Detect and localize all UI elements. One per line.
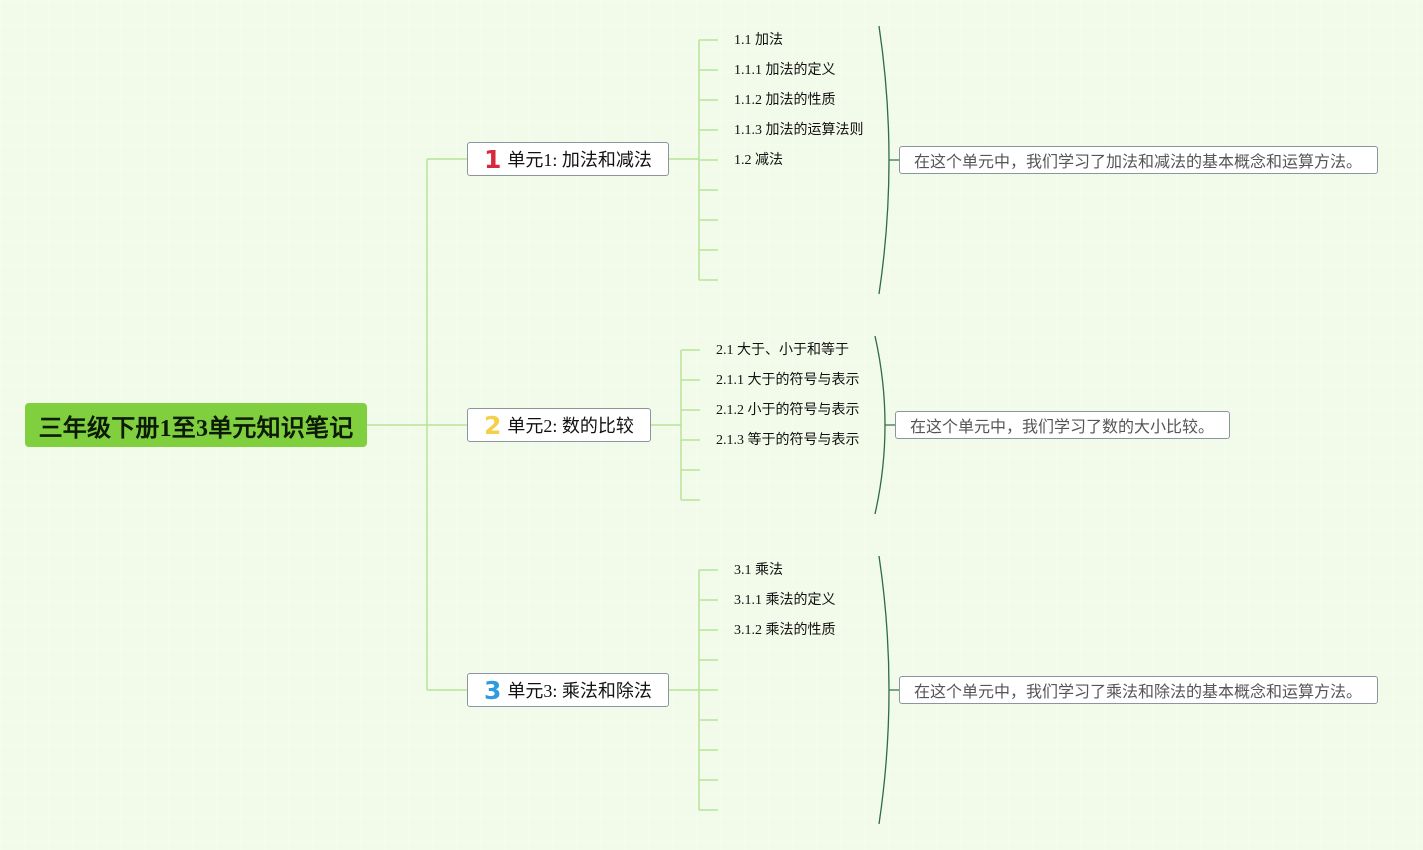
unit-3-number-icon: 3 [484, 675, 502, 705]
unit-2-subtopic-2[interactable]: 2.1.1 大于的符号与表示 [716, 373, 860, 388]
unit-1-subtopic-5[interactable]: 1.2 减法 [734, 153, 783, 168]
unit-2-subtopic-3[interactable]: 2.1.2 小于的符号与表示 [716, 403, 860, 418]
unit-2-subtopic-1[interactable]: 2.1 大于、小于和等于 [716, 343, 849, 358]
unit-3-summary[interactable]: 在这个单元中，我们学习了乘法和除法的基本概念和运算方法。 [899, 676, 1378, 704]
unit-3-subtopic-1[interactable]: 3.1 乘法 [734, 563, 783, 578]
unit-1-subtopic-4[interactable]: 1.1.3 加法的运算法则 [734, 123, 864, 138]
unit-2-summary-brace [874, 335, 886, 515]
unit-1-subtopic-1[interactable]: 1.1 加法 [734, 33, 783, 48]
unit-1-subtopic-2[interactable]: 1.1.1 加法的定义 [734, 63, 836, 78]
root-topic[interactable]: 三年级下册1至3单元知识笔记 [25, 403, 367, 447]
unit-3-title: 单元3: 乘法和除法 [507, 681, 652, 701]
unit-1-number-icon: 1 [484, 144, 502, 174]
unit-1-summary-brace [878, 25, 890, 295]
unit-3-topic[interactable]: 3 单元3: 乘法和除法 [467, 673, 669, 707]
unit-2-number-icon: 2 [484, 410, 502, 440]
unit-3-summary-brace [878, 555, 890, 825]
unit-2-topic[interactable]: 2 单元2: 数的比较 [467, 408, 651, 442]
unit-2-summary[interactable]: 在这个单元中，我们学习了数的大小比较。 [895, 411, 1230, 439]
unit-1-subtopic-3[interactable]: 1.1.2 加法的性质 [734, 93, 836, 108]
unit-3-subtopic-3[interactable]: 3.1.2 乘法的性质 [734, 623, 836, 638]
unit-2-subtopic-4[interactable]: 2.1.3 等于的符号与表示 [716, 433, 860, 448]
unit-1-topic[interactable]: 1 单元1: 加法和减法 [467, 142, 669, 176]
unit-2-title: 单元2: 数的比较 [507, 416, 634, 436]
unit-3-subtopic-2[interactable]: 3.1.1 乘法的定义 [734, 593, 836, 608]
unit-1-summary[interactable]: 在这个单元中，我们学习了加法和减法的基本概念和运算方法。 [899, 146, 1378, 174]
unit-1-title: 单元1: 加法和减法 [507, 150, 652, 170]
